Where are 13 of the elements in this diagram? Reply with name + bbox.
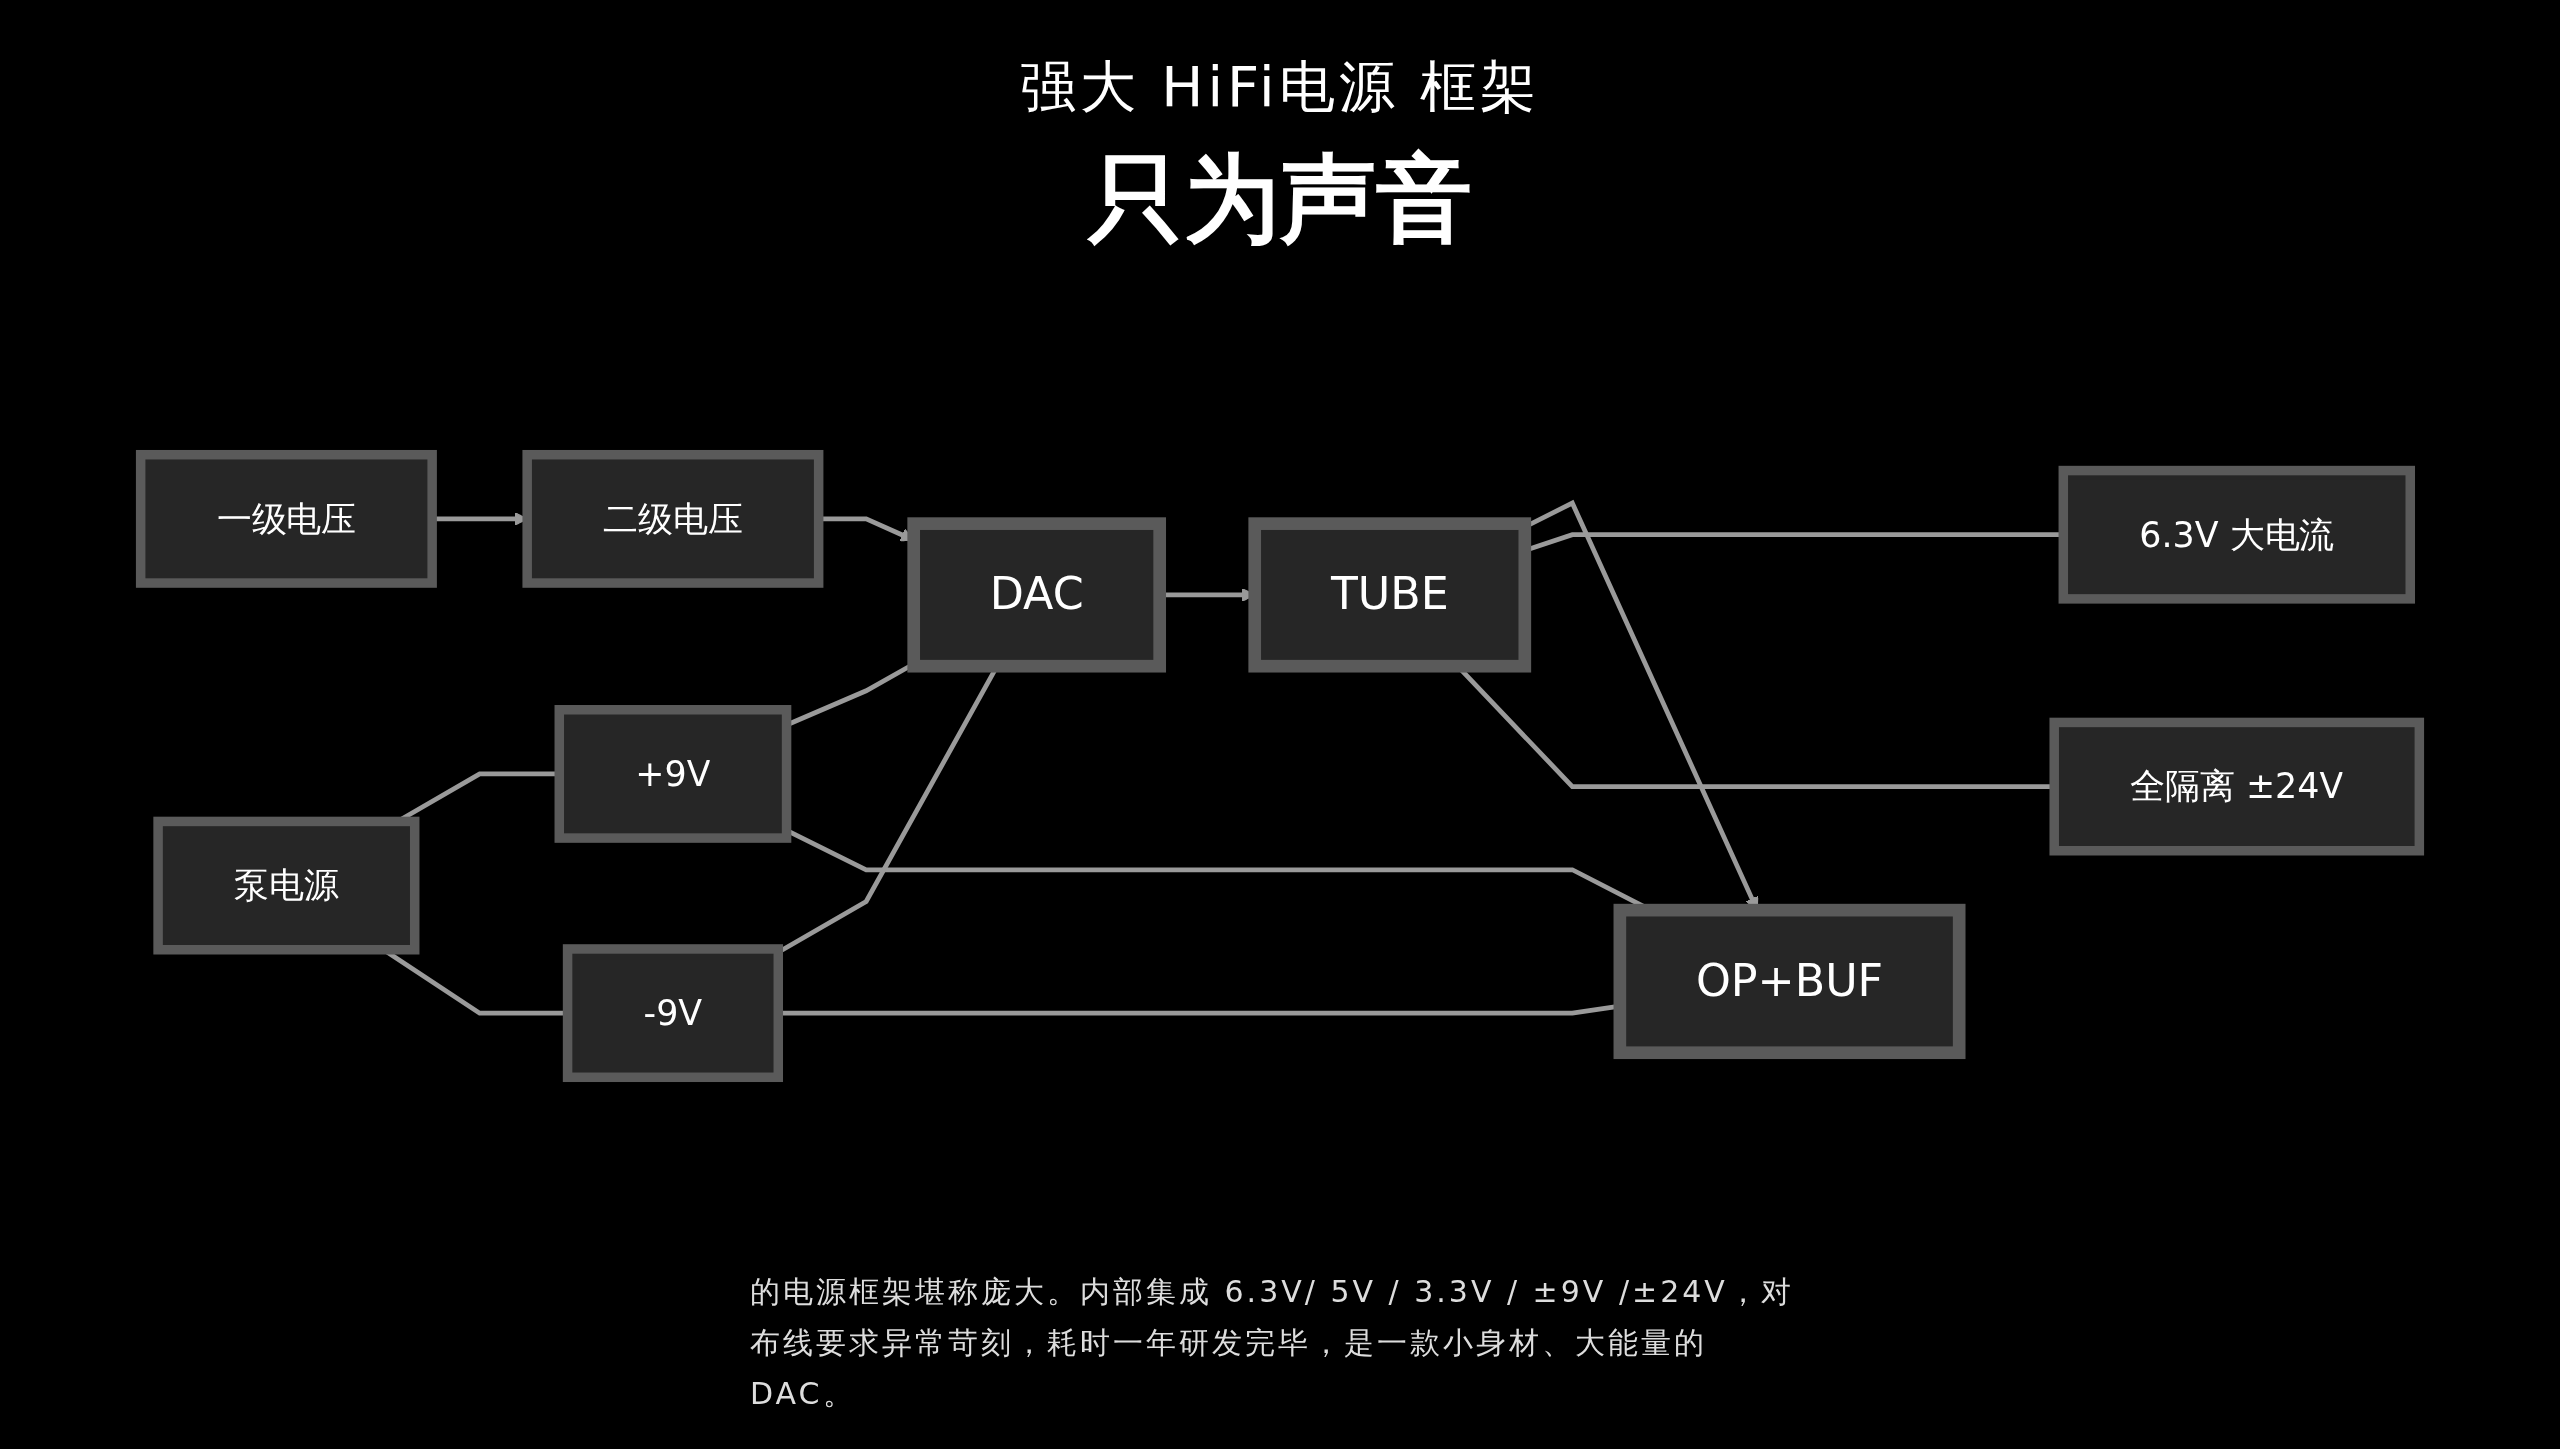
node-box: DAC (907, 517, 1166, 673)
node-box: 一级电压 (135, 450, 437, 588)
node-box: TUBE (1248, 517, 1532, 673)
node-box: 全隔离 ±24V (2049, 717, 2425, 856)
node-box: +9V (554, 705, 792, 843)
node-box: 6.3V 大电流 (2058, 465, 2415, 604)
node-box: 泵电源 (153, 816, 420, 955)
node-box: 二级电压 (522, 450, 824, 588)
node-box: OP+BUF (1613, 903, 1966, 1060)
title: 强大 HiFi电源 框架 (1019, 53, 1541, 121)
node-box: -9V (562, 944, 783, 1082)
subtitle: 只为声音 (1088, 142, 1472, 257)
caption: 的电源框架堪称庞大。内部集成 6.3V/ 5V / 3.3V / ±9V /±24V，对布线要求异常苛刻，耗时一年研发完毕，是一款小身材、大能量的 DAC。 (750, 1273, 1795, 1413)
